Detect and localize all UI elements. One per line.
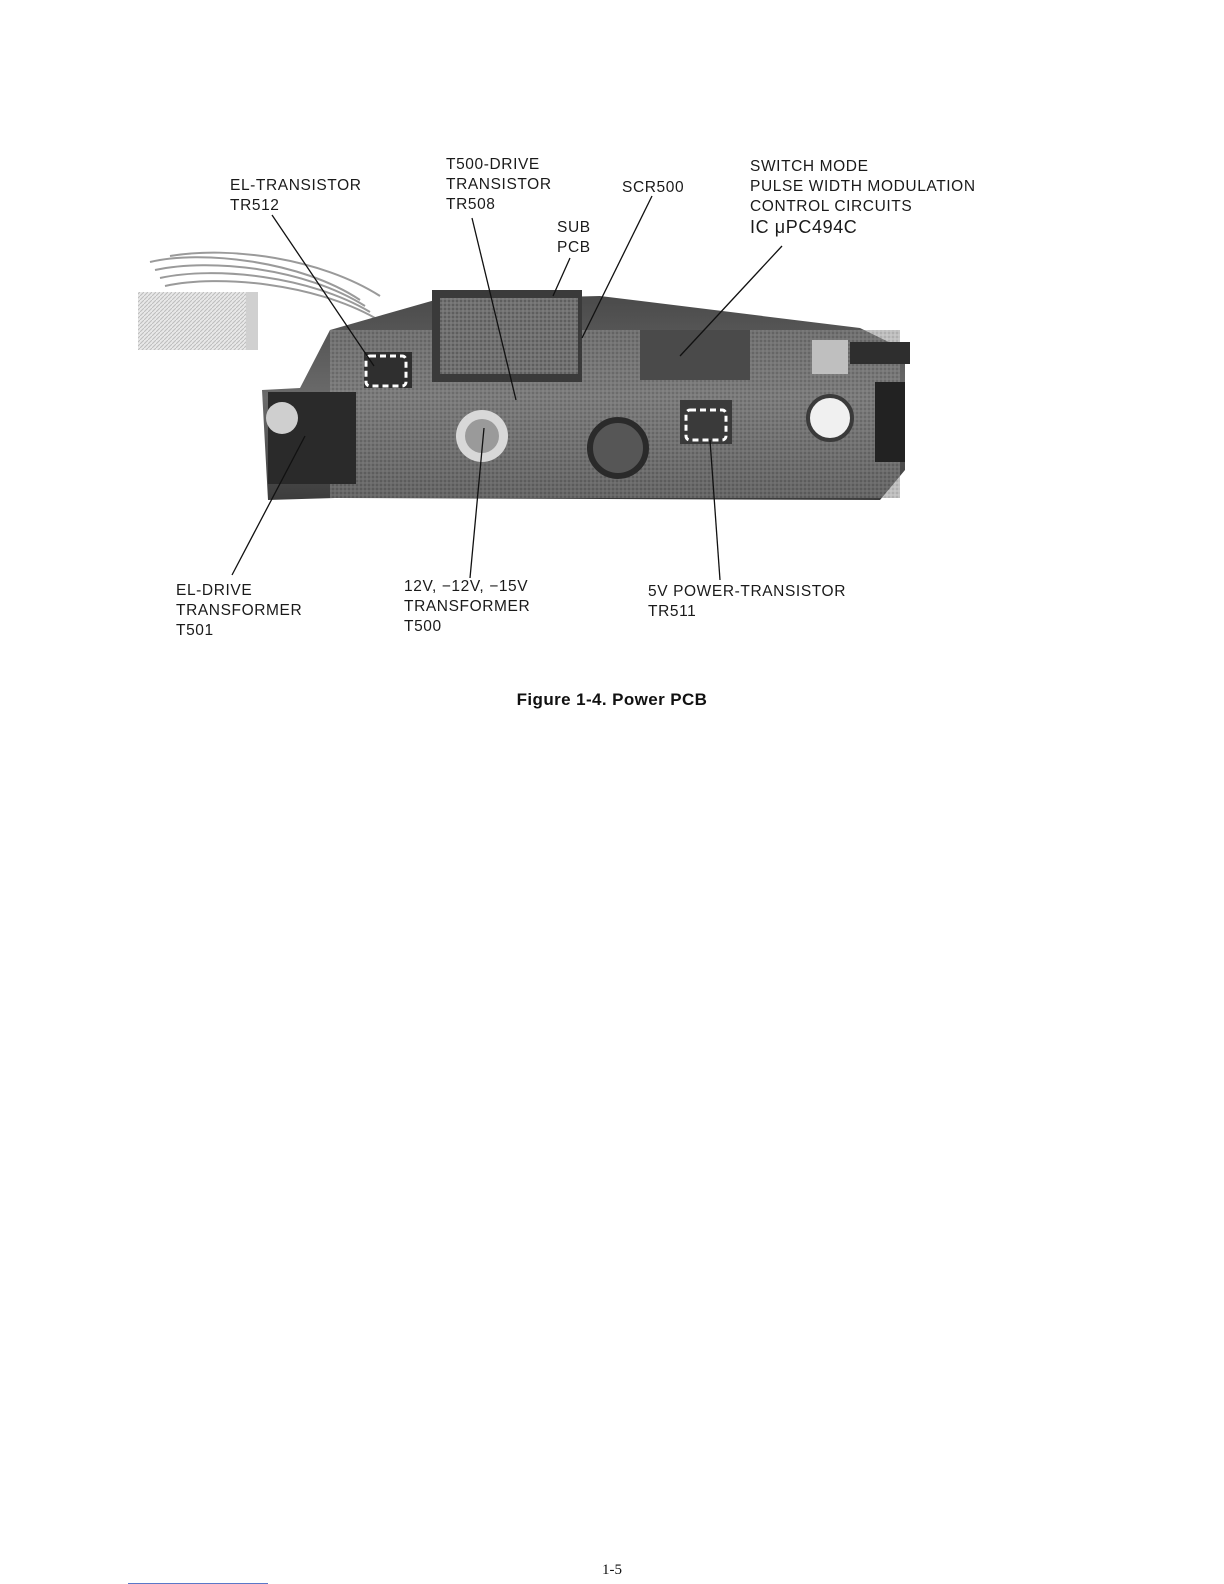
- label-sub-pcb: SUB PCB: [557, 218, 591, 258]
- label-t500-drive-transistor: T500-DRIVE TRANSISTOR TR508: [446, 155, 552, 215]
- label-power-transistor: 5V POWER-TRANSISTOR TR511: [648, 582, 846, 622]
- label-t500-drive-line3: TR508: [446, 195, 552, 215]
- connector-block: [138, 292, 258, 350]
- label-el-transistor-line2: TR512: [230, 196, 362, 216]
- label-el-drive-line3: T501: [176, 621, 302, 641]
- label-el-drive-line2: TRANSFORMER: [176, 601, 302, 621]
- figure-caption: Figure 1-4. Power PCB: [0, 690, 1224, 710]
- label-scr500-text: SCR500: [622, 178, 684, 198]
- label-power-transistor-line2: TR511: [648, 602, 846, 622]
- label-switch-mode-line1: SWITCH MODE: [750, 157, 976, 177]
- label-switch-mode-line3: CONTROL CIRCUITS: [750, 197, 976, 217]
- label-sub-pcb-line2: PCB: [557, 238, 591, 258]
- label-el-drive-transformer: EL-DRIVE TRANSFORMER T501: [176, 581, 302, 641]
- label-el-transistor: EL-TRANSISTOR TR512: [230, 176, 362, 216]
- label-sub-pcb-line1: SUB: [557, 218, 591, 238]
- label-switch-mode: SWITCH MODE PULSE WIDTH MODULATION CONTR…: [750, 157, 976, 237]
- label-t500-drive-line2: TRANSISTOR: [446, 175, 552, 195]
- label-el-drive-line1: EL-DRIVE: [176, 581, 302, 601]
- circuit-board: [262, 290, 910, 500]
- label-el-transistor-line1: EL-TRANSISTOR: [230, 176, 362, 196]
- label-t500-line3: T500: [404, 617, 530, 637]
- label-t500-drive-line1: T500-DRIVE: [446, 155, 552, 175]
- page-number: 1-5: [0, 1562, 1224, 1579]
- label-power-transistor-line1: 5V POWER-TRANSISTOR: [648, 582, 846, 602]
- label-t500-transformer: 12V, −12V, −15V TRANSFORMER T500: [404, 577, 530, 637]
- label-scr500: SCR500: [622, 178, 684, 198]
- label-t500-line1: 12V, −12V, −15V: [404, 577, 530, 597]
- label-t500-line2: TRANSFORMER: [404, 597, 530, 617]
- label-switch-mode-line2: PULSE WIDTH MODULATION: [750, 177, 976, 197]
- label-switch-mode-line4: IC μPC494C: [750, 217, 976, 237]
